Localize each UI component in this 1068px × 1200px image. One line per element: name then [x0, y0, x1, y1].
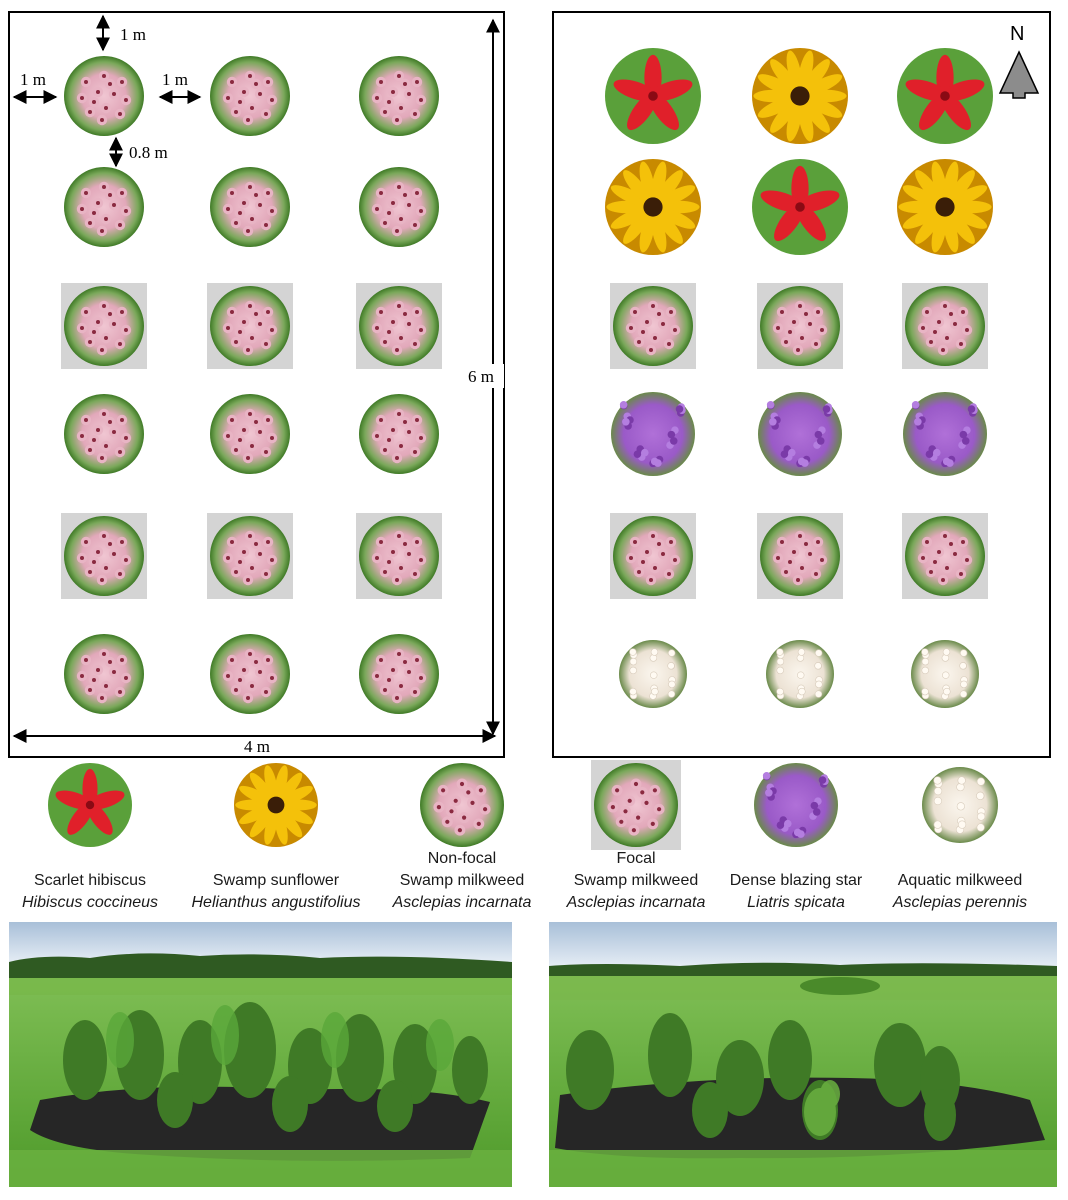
swamp-milkweed-focal-icon [902, 283, 988, 369]
row-gap-label: 0.8 m [129, 143, 168, 162]
swamp-milkweed-focal-icon [757, 283, 843, 369]
swamp-milkweed-nonfocal-icon [210, 394, 290, 474]
left-gap-label: 1 m [20, 70, 46, 89]
scarlet-hibiscus-icon [48, 763, 132, 847]
swamp-milkweed-focal-icon [356, 283, 442, 369]
compass-label: N [1010, 23, 1024, 45]
swamp-milkweed-focal-icon [61, 513, 147, 599]
dense-blazing-star-icon [903, 392, 987, 476]
dense-blazing-star-icon [758, 392, 842, 476]
swamp-sunflower-icon [752, 48, 848, 144]
between-gap-label: 1 m [162, 70, 188, 89]
height-label: 6 m [468, 367, 494, 386]
scarlet-hibiscus-icon [605, 48, 701, 144]
north-compass: N [998, 23, 1040, 99]
legend-scientific-name: Asclepias perennis [892, 894, 1028, 911]
legend-scientific-name: Hibiscus coccineus [21, 894, 159, 911]
field-photo-left [9, 922, 512, 1187]
width-label: 4 m [244, 737, 270, 756]
dimension-annotations: 1 m 1 m 1 m 0.8 m 6 m 4 m [12, 14, 504, 756]
swamp-milkweed-nonfocal-icon [64, 634, 144, 714]
swamp-milkweed-nonfocal-icon [359, 634, 439, 714]
swamp-milkweed-focal-icon [902, 513, 988, 599]
aquatic-milkweed-icon [911, 640, 979, 708]
legend-scientific-name: Asclepias incarnata [392, 894, 532, 911]
swamp-milkweed-nonfocal-icon [210, 634, 290, 714]
swamp-milkweed-nonfocal-icon [64, 56, 144, 136]
aquatic-milkweed-icon [766, 640, 834, 708]
aquatic-milkweed-icon [619, 640, 687, 708]
scarlet-hibiscus-icon [752, 159, 848, 255]
legend-common-name: Scarlet hibiscus [33, 872, 147, 889]
aquatic-milkweed-icon [922, 767, 998, 843]
legend-common-name: Focal [616, 850, 656, 867]
legend-scientific-name: Liatris spicata [747, 894, 845, 911]
legend-common-name: Swamp sunflower [212, 872, 340, 889]
legend-scientific-name: Helianthus angustifolius [191, 894, 361, 911]
swamp-milkweed-nonfocal-icon [210, 167, 290, 247]
dense-blazing-star-icon [754, 763, 838, 847]
legend-common-name: Aquatic milkweed [897, 872, 1023, 889]
legend-icons [48, 760, 998, 850]
swamp-milkweed-nonfocal-icon [359, 394, 439, 474]
right-plot-plants [605, 48, 993, 708]
field-photo-right [549, 922, 1057, 1187]
left-plot-plants [61, 56, 442, 714]
swamp-milkweed-focal-icon [61, 283, 147, 369]
legend-common-name: Swamp milkweed [399, 872, 525, 889]
swamp-milkweed-nonfocal-icon [210, 56, 290, 136]
legend-common-name: Non-focal [427, 850, 497, 867]
swamp-milkweed-nonfocal-icon [64, 394, 144, 474]
top-gap-label: 1 m [120, 25, 146, 44]
swamp-milkweed-focal-icon [757, 513, 843, 599]
swamp-milkweed-nonfocal-icon [64, 167, 144, 247]
right-plot-frame [552, 11, 1051, 758]
swamp-sunflower-icon [234, 763, 318, 847]
swamp-milkweed-focal-icon [207, 283, 293, 369]
swamp-milkweed-nonfocal-icon [359, 56, 439, 136]
legend-common-name: Dense blazing star [729, 872, 863, 889]
swamp-milkweed-focal-icon [207, 513, 293, 599]
legend-scientific-name: Asclepias incarnata [566, 894, 706, 911]
swamp-milkweed-focal-icon [610, 283, 696, 369]
swamp-milkweed-focal-icon [610, 513, 696, 599]
swamp-milkweed-nonfocal-icon [420, 763, 504, 847]
swamp-milkweed-focal-icon [356, 513, 442, 599]
north-arrow-icon [998, 50, 1040, 99]
legend-common-name: Swamp milkweed [573, 872, 699, 889]
dense-blazing-star-icon [611, 392, 695, 476]
scarlet-hibiscus-icon [897, 48, 993, 144]
swamp-sunflower-icon [605, 159, 701, 255]
swamp-milkweed-nonfocal-icon [359, 167, 439, 247]
swamp-milkweed-focal-icon [591, 760, 681, 850]
swamp-sunflower-icon [897, 159, 993, 255]
